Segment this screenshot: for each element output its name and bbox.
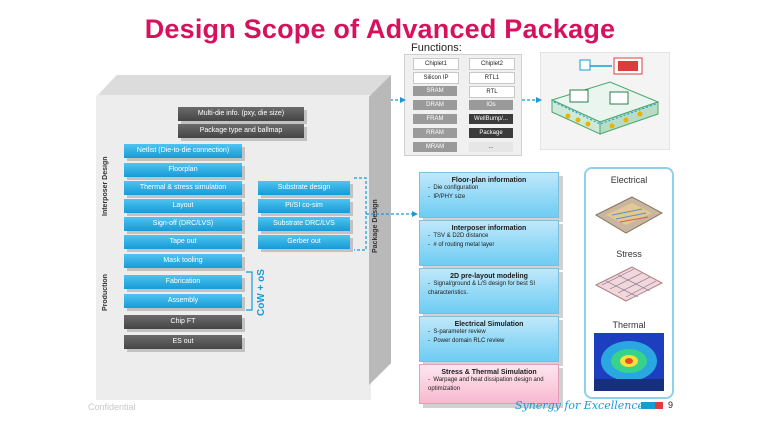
- function-left-item: FRAM: [413, 114, 457, 124]
- multi-die-info-block: Multi-die info. (pxy, die size): [178, 107, 304, 121]
- container-side: [369, 75, 391, 385]
- info-box-title: Interposer information: [451, 225, 527, 232]
- substrate-drc-lvs-step: Substrate DRC/LVS: [258, 217, 350, 231]
- functions-title: Functions:: [411, 42, 462, 54]
- confidential-label: Confidential: [88, 402, 136, 412]
- info-box-2d-modeling: 2D pre-layout modeling - Signal/ground &…: [419, 268, 559, 314]
- info-box-bullet: - # of routing metal layer: [428, 241, 495, 248]
- assembly-step: Assembly: [124, 294, 242, 308]
- function-left-item: DRAM: [413, 100, 457, 110]
- gerber-out-step: Gerber out: [258, 235, 350, 249]
- info-box-bullet: - IP/PHY size: [428, 193, 466, 200]
- stress-sim-image: [594, 266, 664, 302]
- floorplan-step: Floorplan: [124, 163, 242, 177]
- function-right-item: Package: [469, 128, 513, 138]
- function-left-item: SRAM: [413, 86, 457, 96]
- fabrication-step: Fabrication: [124, 275, 242, 289]
- pi-si-cosim-step: PI/SI co-sim: [258, 199, 350, 213]
- cowos-bracket: [246, 271, 253, 311]
- es-out-block: ES out: [124, 335, 242, 349]
- signoff-step: Sign-off (DRC/LVS): [124, 217, 242, 231]
- info-box-bullet: - Warpage and heat dissipation design an…: [428, 377, 544, 392]
- cowos-label: CoW + oS: [256, 269, 267, 316]
- page-number: 9: [668, 400, 674, 410]
- electrical-label: Electrical: [610, 175, 648, 185]
- info-box-electrical-sim: Electrical Simulation - S-parameter revi…: [419, 316, 559, 362]
- function-right-item: WellBump/...: [469, 114, 513, 124]
- chip-ft-block: Chip FT: [124, 315, 242, 329]
- production-label: Production: [102, 274, 109, 312]
- substrate-design-step: Substrate design: [258, 181, 350, 195]
- info-box-bullet: - TSV & D2D distance: [428, 233, 489, 239]
- functions-panel: Chiplet1 Chiplet2 Silicon IP RTL1 SRAM R…: [404, 54, 522, 156]
- info-box-bullet: - Signal/ground & L/S design for best SI…: [428, 281, 536, 296]
- footer-accent-bar: [641, 402, 663, 409]
- package-illustration: [539, 51, 671, 151]
- info-box-title: Electrical Simulation: [454, 321, 524, 328]
- package-bracket: [354, 177, 418, 251]
- footer-accent-bar-red: [655, 402, 663, 409]
- interposer-design-label: Interposer Design: [102, 156, 109, 216]
- info-box-title: 2D pre-layout modeling: [450, 273, 528, 280]
- electrical-sim-image: [594, 196, 664, 234]
- thermal-sim-image: [594, 333, 664, 391]
- tape-out-step: Tape out: [124, 235, 242, 249]
- thermal-stress-step: Thermal & stress simulation: [124, 181, 242, 195]
- function-right-item: RTL: [469, 86, 515, 98]
- function-right-item: RTL1: [469, 72, 515, 84]
- mask-tooling-step: Mask tooling: [124, 254, 242, 268]
- info-box-bullet: - Power domain RLC review: [428, 337, 505, 344]
- function-left-item: Silicon IP: [413, 72, 459, 84]
- slogan: Synergy for Excellence: [515, 399, 645, 412]
- info-box-bullet: - Die configuration: [428, 185, 479, 191]
- info-box-floorplan: Floor-plan information - Die configurati…: [419, 172, 559, 218]
- analysis-panel: Electrical Stress Thermal: [584, 167, 674, 399]
- thermal-label: Thermal: [612, 320, 646, 330]
- netlist-step: Netlist (Die-to-die connection): [124, 144, 242, 158]
- info-box-title: Floor-plan information: [451, 177, 527, 184]
- function-left-item: RRAM: [413, 128, 457, 138]
- info-box-interposer: Interposer information - TSV & D2D dista…: [419, 220, 559, 266]
- function-right-item: IOs: [469, 100, 513, 110]
- info-box-title: Stress & Thermal Simulation: [441, 369, 537, 376]
- layout-step: Layout: [124, 199, 242, 213]
- function-right-item: Chiplet2: [469, 58, 515, 70]
- function-left-item: Chiplet1: [413, 58, 459, 70]
- info-box-stress-thermal: Stress & Thermal Simulation - Warpage an…: [419, 364, 559, 404]
- container-top: [96, 75, 391, 97]
- info-box-bullet: - S-parameter review: [428, 329, 486, 335]
- function-right-item: ...: [469, 142, 513, 152]
- package-ballmap-block: Package type and ballmap: [178, 124, 304, 138]
- page-title: Design Scope of Advanced Package: [144, 14, 616, 44]
- function-left-item: MRAM: [413, 142, 457, 152]
- stress-label: Stress: [616, 249, 642, 259]
